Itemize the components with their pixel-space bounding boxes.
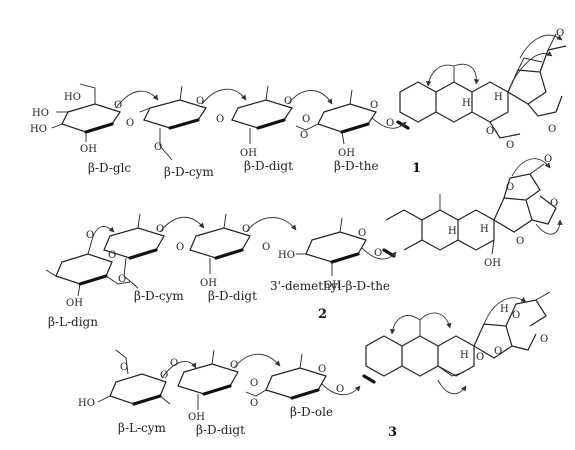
glycosidic-o-2c: O	[262, 242, 270, 253]
the2-oh-2: OH	[324, 280, 341, 291]
aglycone-2: H H OH O O O O	[382, 154, 558, 269]
sugar-ring-dign-2: OH O O	[45, 230, 131, 309]
h-17c: H	[500, 304, 509, 315]
cym2-ring-o: O	[156, 224, 164, 235]
glycosidic-o-2a: O	[86, 230, 94, 241]
glycosidic-o-2b: O	[176, 242, 184, 253]
compound-1: HO HO HO OH O O O O O OH O O	[30, 28, 567, 179]
correlation-arrows-2	[91, 158, 563, 260]
ring-o-2b: O	[544, 154, 552, 165]
sugar-label-glc: β-D-glc	[88, 161, 131, 175]
correlation-arrows-1	[115, 34, 563, 129]
ring-o-3a: O	[476, 352, 484, 363]
dign2-ring-o: O	[108, 250, 116, 261]
h-8: H	[494, 92, 503, 103]
ring-o-3d: O	[540, 334, 548, 345]
h-8b: H	[480, 224, 489, 235]
dign2-oh: OH	[66, 298, 83, 309]
sugar-label-cym-2: β-D-cym	[134, 289, 184, 303]
the2-oh-3: HO	[278, 250, 295, 261]
sugar-label-ole-3: β-D-ole	[290, 405, 333, 419]
glycosidic-o-3b: O	[250, 378, 258, 389]
sugar-ring-cym-2: O O	[103, 213, 165, 289]
aglycone-1: H H O O O O	[396, 28, 567, 151]
correlation-arrows-3	[161, 296, 527, 396]
the1-methoxy-o: O	[300, 130, 308, 141]
the1-ring-o: O	[370, 100, 378, 111]
compound-3: HO O O O OH O O O O O	[78, 291, 551, 440]
sugar-ring-glc: HO HO HO OH O	[30, 83, 122, 155]
glycosidic-o-3c: O	[336, 384, 344, 395]
ring-o-3c: O	[512, 310, 520, 321]
cym1-methoxy-o: O	[154, 142, 162, 153]
sugar-ring-cym-1: O O	[139, 85, 207, 161]
cym3-oh: HO	[78, 398, 95, 409]
lactone-carbonyl-o: O	[486, 126, 494, 137]
cym3-methoxy-o: O	[120, 362, 128, 373]
lactone-o: O	[506, 140, 514, 151]
digt3-ring-o: O	[230, 360, 238, 371]
sugar-ring-the-2: HO OH O	[278, 217, 367, 291]
cym2-methoxy-o: O	[118, 274, 126, 285]
sugar-ring-digt-2: OH O	[189, 213, 251, 289]
sugar-label-cym-3: β-L-cym	[118, 421, 167, 435]
glc-oh-2: OH	[80, 144, 97, 155]
sugar-label-digt-3: β-D-digt	[196, 423, 245, 437]
aglycone-3: H O O O O H	[362, 291, 551, 384]
digt1-oh: OH	[240, 148, 257, 159]
sugar-label-digt-1: β-D-digt	[244, 159, 293, 173]
ring-o-2c: O	[550, 198, 558, 209]
sugar-ring-the-1: O OH O	[295, 89, 378, 159]
ring-o-3b: O	[494, 346, 502, 357]
glycosidic-o-3a: O	[170, 358, 178, 369]
sugar-label-the-1: β-D-the	[334, 159, 379, 173]
ole3-ring-o: O	[318, 364, 326, 375]
ring-o-e: O	[548, 124, 556, 135]
glycosidic-o-1: O	[126, 118, 134, 129]
compound-number-1: 1	[412, 161, 421, 176]
sugar-label-digt-2: β-D-digt	[208, 289, 257, 303]
the2-ring-o: O	[358, 228, 366, 239]
glc-oh-4: HO	[32, 108, 49, 119]
ring-o-2a: O	[506, 182, 514, 193]
ole3-methoxy-o: O	[250, 398, 258, 409]
ring-o-2d: O	[516, 236, 524, 247]
glc-oh-3: HO	[30, 124, 47, 135]
furan-o: O	[556, 28, 564, 39]
h-9b: H	[448, 226, 457, 237]
compound-number-3: 3	[388, 425, 397, 440]
cym1-ring-o: O	[196, 96, 204, 107]
h-8c: H	[460, 350, 469, 361]
compound-2: OH O O O O O OH O O	[45, 154, 563, 329]
sugar-label-cym-1: β-D-cym	[164, 165, 214, 179]
sugar-ring-cym-3: HO O O	[78, 349, 171, 409]
glycosidic-o-2d: O	[374, 248, 382, 259]
sugar-ring-digt-1: OH O	[231, 85, 293, 159]
the1-oh: OH	[338, 148, 355, 159]
oh-14b: OH	[484, 258, 501, 269]
glycosidic-o-2: O	[216, 114, 224, 125]
sugar-label-the-2: 3'-demethyl-β-D-the	[270, 279, 390, 293]
digt1-ring-o: O	[284, 96, 292, 107]
sugar-ring-digt-3: OH O	[177, 349, 239, 423]
compound-number-2: 2	[318, 307, 327, 322]
digt2-oh: OH	[200, 278, 217, 289]
sugar-label-dign-2: β-L-dign	[48, 315, 98, 329]
digt2-ring-o: O	[242, 224, 250, 235]
glc-oh-6: HO	[64, 92, 81, 103]
glycosidic-o-4: O	[386, 118, 394, 129]
glycosidic-o-3: O	[302, 114, 310, 125]
h-9: H	[462, 98, 471, 109]
sugar-ring-ole-3: O O	[245, 353, 327, 409]
digt3-oh: OH	[188, 412, 205, 423]
